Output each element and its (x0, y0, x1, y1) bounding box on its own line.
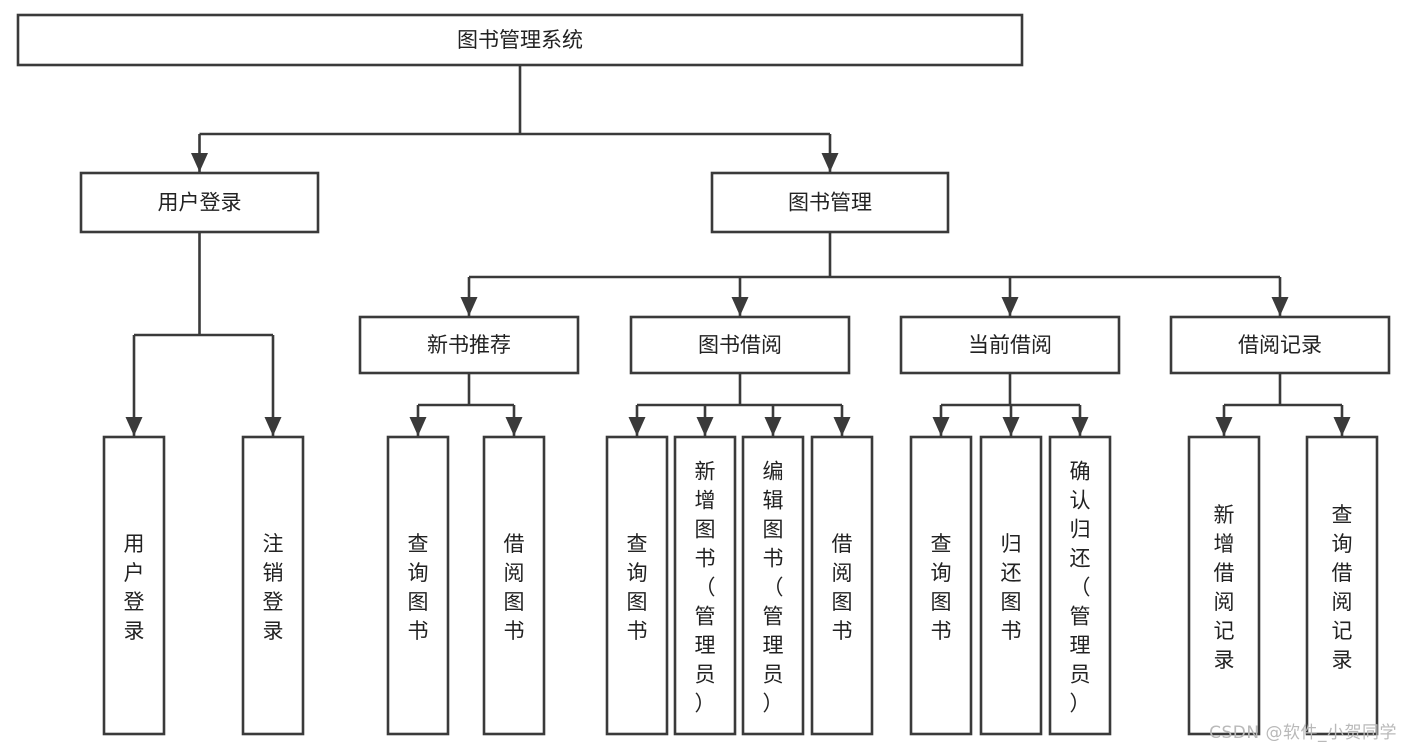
leaf-node-4-查询图书-box[interactable] (605, 435, 669, 736)
leaf-node-12-查询借阅记录-box[interactable] (1305, 435, 1379, 736)
level2-node-图书管理-label: 图书管理 (788, 191, 872, 215)
leaf-node-9-归还图书[interactable]: 归还图书 (979, 435, 1043, 736)
arrow-head-icon (1271, 297, 1289, 316)
root-node-图书管理系统-label: 图书管理系统 (457, 28, 583, 52)
arrow-head-icon (460, 297, 478, 316)
node-layer: 图书管理系统用户登录图书管理新书推荐图书借阅当前借阅借阅记录用户登录注销登录查询… (16, 13, 1391, 736)
leaf-node-10-确认归还（管理员）-box[interactable] (1048, 435, 1112, 736)
leaf-node-8-查询图书[interactable]: 查询图书 (909, 435, 973, 736)
leaf-node-9-归还图书-label: 归还图书 (1001, 532, 1022, 643)
arrow-head-icon (1002, 417, 1020, 436)
leaf-node-11-新增借阅记录-box[interactable] (1187, 435, 1261, 736)
leaf-node-6-编辑图书（管理员）-label: 编辑图书（管理员） (763, 460, 784, 716)
leaf-node-7-借阅图书[interactable]: 借阅图书 (810, 435, 874, 736)
level3-node-图书借阅-box[interactable] (629, 315, 851, 375)
leaf-node-1-注销登录-box[interactable] (241, 435, 305, 736)
arrow-head-icon (264, 417, 282, 436)
level3-node-图书借阅[interactable]: 图书借阅 (629, 315, 851, 375)
arrow-head-icon (731, 297, 749, 316)
leaf-node-12-查询借阅记录-label: 查询借阅记录 (1332, 503, 1353, 672)
root-node-图书管理系统[interactable]: 图书管理系统 (16, 13, 1024, 67)
level3-node-当前借阅-label: 当前借阅 (968, 333, 1052, 357)
leaf-node-6-编辑图书（管理员）-box[interactable] (741, 435, 805, 736)
leaf-node-4-查询图书-label: 查询图书 (627, 532, 648, 643)
leaf-node-11-新增借阅记录-label: 新增借阅记录 (1214, 503, 1235, 672)
arrow-head-icon (1333, 417, 1351, 436)
leaf-node-1-注销登录-label: 注销登录 (263, 532, 284, 643)
arrow-head-icon (628, 417, 646, 436)
leaf-node-5-新增图书（管理员）[interactable]: 新增图书（管理员） (673, 435, 737, 736)
leaf-node-7-借阅图书-box[interactable] (810, 435, 874, 736)
arrow-head-icon (1215, 417, 1233, 436)
level3-node-图书借阅-label: 图书借阅 (698, 333, 782, 357)
leaf-node-10-确认归还（管理员）[interactable]: 确认归还（管理员） (1048, 435, 1112, 736)
level3-node-当前借阅-box[interactable] (899, 315, 1121, 375)
level3-node-新书推荐-box[interactable] (358, 315, 580, 375)
leaf-node-9-归还图书-box[interactable] (979, 435, 1043, 736)
leaf-node-2-查询图书[interactable]: 查询图书 (386, 435, 450, 736)
leaf-node-4-查询图书[interactable]: 查询图书 (605, 435, 669, 736)
leaf-node-10-确认归还（管理员）-label: 确认归还（管理员） (1070, 460, 1091, 716)
arrow-head-icon (1001, 297, 1019, 316)
leaf-node-5-新增图书（管理员）-box[interactable] (673, 435, 737, 736)
leaf-node-0-用户登录[interactable]: 用户登录 (102, 435, 166, 736)
level3-node-借阅记录-box[interactable] (1169, 315, 1391, 375)
root-node-图书管理系统-box[interactable] (16, 13, 1024, 67)
arrow-head-icon (125, 417, 143, 436)
level3-node-借阅记录-label: 借阅记录 (1238, 333, 1322, 357)
leaf-node-0-用户登录-box[interactable] (102, 435, 166, 736)
level3-node-新书推荐-label: 新书推荐 (427, 333, 511, 357)
leaf-node-2-查询图书-label: 查询图书 (408, 532, 429, 643)
leaf-node-3-借阅图书-label: 借阅图书 (504, 532, 525, 643)
leaf-node-8-查询图书-label: 查询图书 (931, 532, 952, 643)
level2-node-用户登录-box[interactable] (79, 171, 320, 234)
level2-node-用户登录-label: 用户登录 (158, 191, 242, 215)
leaf-node-12-查询借阅记录[interactable]: 查询借阅记录 (1305, 435, 1379, 736)
arrow-head-icon (191, 153, 208, 172)
arrow-head-icon (821, 153, 839, 172)
level2-node-图书管理-box[interactable] (710, 171, 950, 234)
level2-node-图书管理[interactable]: 图书管理 (710, 171, 950, 234)
leaf-node-3-借阅图书[interactable]: 借阅图书 (482, 435, 546, 736)
arrow-head-icon (409, 417, 427, 436)
leaf-node-0-用户登录-label: 用户登录 (124, 532, 145, 643)
leaf-node-2-查询图书-box[interactable] (386, 435, 450, 736)
arrow-head-icon (505, 417, 523, 436)
leaf-node-3-借阅图书-box[interactable] (482, 435, 546, 736)
arrow-head-icon (932, 417, 950, 436)
arrow-head-icon (1071, 417, 1089, 436)
level2-node-用户登录[interactable]: 用户登录 (79, 171, 320, 234)
leaf-node-5-新增图书（管理员）-label: 新增图书（管理员） (695, 460, 716, 716)
watermark-label: CSDN @软件_小贺同学 (1209, 723, 1397, 743)
level3-node-当前借阅[interactable]: 当前借阅 (899, 315, 1121, 375)
leaf-node-8-查询图书-box[interactable] (909, 435, 973, 736)
leaf-node-11-新增借阅记录[interactable]: 新增借阅记录 (1187, 435, 1261, 736)
leaf-node-7-借阅图书-label: 借阅图书 (832, 532, 853, 643)
leaf-node-6-编辑图书（管理员）[interactable]: 编辑图书（管理员） (741, 435, 805, 736)
arrow-head-icon (696, 417, 714, 436)
arrow-head-icon (764, 417, 782, 436)
arrow-head-icon (833, 417, 851, 436)
level3-node-借阅记录[interactable]: 借阅记录 (1169, 315, 1391, 375)
edge-layer (125, 65, 1351, 436)
leaf-node-1-注销登录[interactable]: 注销登录 (241, 435, 305, 736)
level3-node-新书推荐[interactable]: 新书推荐 (358, 315, 580, 375)
